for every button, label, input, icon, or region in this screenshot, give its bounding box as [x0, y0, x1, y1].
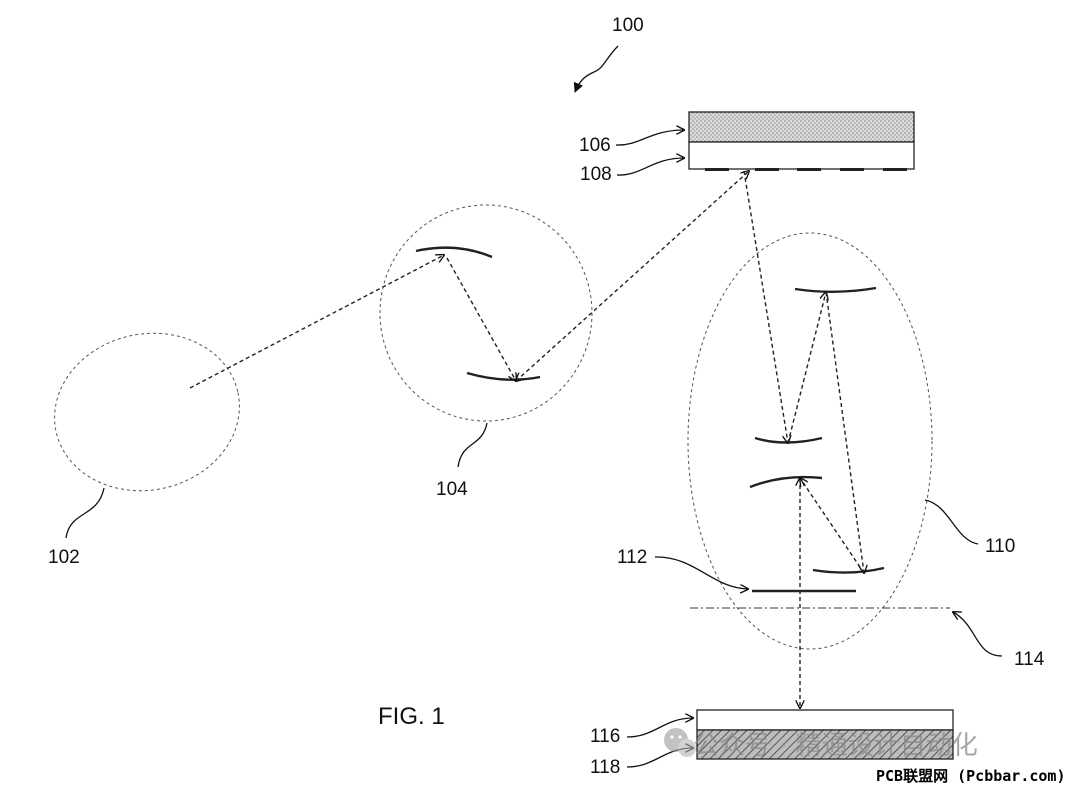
resist-layer	[696, 709, 954, 731]
wafer-substrate	[696, 729, 954, 760]
label-aperture: 112	[617, 547, 647, 568]
system-leader-arrow	[573, 45, 619, 93]
label-reticle-pattern: 108	[580, 164, 612, 185]
label-system: 100	[612, 15, 644, 36]
label-pupil-plane: 114	[1014, 649, 1045, 670]
figure-title: FIG. 1	[378, 703, 445, 730]
watermark-site: PCB联盟网 (Pcbbar.com)	[876, 767, 1066, 785]
beam-m2-to-m4	[825, 291, 864, 573]
condenser-region	[379, 204, 593, 422]
source-leader	[65, 487, 105, 539]
beam-condenser-to-reticle	[516, 171, 749, 381]
condenser-mirror-1	[415, 246, 493, 259]
label-resist: 116	[590, 726, 620, 747]
label-wafer: 118	[590, 757, 620, 778]
condenser-leader	[457, 422, 488, 468]
watermark-channel: 公众号 · 精通设计自动化	[693, 731, 978, 761]
pupil-plane-leader	[953, 612, 1003, 657]
aperture-leader	[654, 556, 748, 589]
reticle-substrate-leader	[615, 130, 684, 146]
projection-optics-leader	[924, 499, 979, 545]
beam-m1-to-m2	[787, 292, 826, 444]
resist-leader	[626, 718, 693, 738]
label-projection-optics: 110	[985, 536, 1015, 557]
wechat-icon	[664, 728, 696, 757]
beam-source-to-condenser	[189, 255, 444, 389]
reticle-pattern-layer	[688, 141, 915, 170]
projection-optics-region	[687, 232, 933, 650]
reticle-pattern-leader	[616, 158, 684, 176]
condenser-mirror-2	[466, 371, 541, 381]
beam-reticle-to-m1	[743, 170, 788, 443]
label-source: 102	[48, 547, 80, 568]
source-region	[54, 332, 240, 492]
projection-mirror-4	[812, 566, 885, 574]
projection-mirror-1	[794, 286, 877, 293]
watermark-site-bg	[870, 762, 1080, 788]
beam-m4-to-m3	[800, 478, 865, 574]
label-condenser: 104	[436, 479, 468, 500]
reticle-substrate	[688, 111, 915, 143]
projection-mirror-3	[749, 475, 823, 489]
beam-condenser-internal	[446, 257, 516, 381]
label-reticle-substrate: 106	[579, 135, 611, 156]
